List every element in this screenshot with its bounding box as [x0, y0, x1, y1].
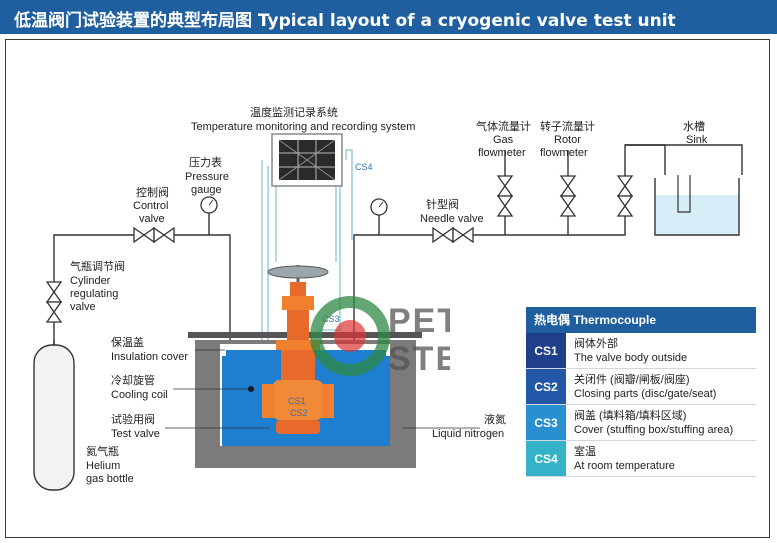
table-row: CS4 室温 At room temperature — [526, 441, 756, 477]
rotor-flowmeter-valve — [559, 175, 577, 217]
needle-valve — [432, 226, 474, 244]
test-valve-cn: 试验用阀 — [111, 412, 155, 426]
row-desc: 阀体外部 The valve body outside — [566, 333, 756, 368]
cyl-valve-en3: valve — [70, 301, 96, 313]
pointer-lines — [165, 349, 480, 429]
cooling-coil-marker — [248, 386, 254, 392]
pressure-gauge-en2: gauge — [191, 184, 222, 196]
pressure-gauge-right — [370, 198, 388, 216]
petrol-steel-logo: PETROL STEEL — [310, 296, 450, 378]
cs3-tag: CS3 — [322, 314, 340, 324]
test-valve-en: Test valve — [111, 428, 160, 440]
row-en: The valve body outside — [574, 351, 688, 364]
row-cn: 阀盖 (填料箱/填料区域) — [574, 409, 687, 422]
coil-cn: 冷却旋管 — [111, 373, 155, 387]
sink-tank — [654, 145, 740, 236]
table-row: CS3 阀盖 (填料箱/填料区域) Cover (stuffing box/st… — [526, 405, 756, 441]
gas-flow-en1: Gas — [493, 134, 514, 146]
sink-valve — [616, 175, 634, 217]
sink-cn: 水槽 — [683, 120, 705, 133]
page-title: 低温阀门试验装置的典型布局图 Typical layout of a cryog… — [14, 11, 676, 31]
test-valve — [262, 265, 334, 434]
helium-cn: 氦气瓶 — [86, 444, 119, 458]
thermocouple-table-header: 热电偶 Thermocouple — [526, 307, 756, 333]
row-en: Cover (stuffing box/stuffing area) — [574, 423, 734, 436]
pressure-gauge-en1: Pressure — [185, 171, 229, 183]
row-desc: 室温 At room temperature — [566, 441, 756, 476]
control-valve — [133, 226, 175, 244]
cyl-valve-cn: 气瓶调节阀 — [70, 259, 125, 273]
gas-flowmeter-valve — [496, 175, 514, 217]
helium-en2: gas bottle — [86, 473, 134, 485]
row-code: CS3 — [526, 405, 566, 440]
gas-flow-en2: flowmeter — [478, 147, 526, 159]
thermocouple-table: 热电偶 Thermocouple CS1 阀体外部 The valve body… — [526, 307, 756, 477]
ln2-cn: 液氮 — [484, 412, 506, 426]
logo-line2: STEEL — [388, 340, 450, 378]
coil-en: Cooling coil — [111, 389, 168, 401]
row-cn: 阀体外部 — [574, 337, 618, 350]
cs2-tag: CS2 — [290, 408, 308, 418]
temperature-recorder — [271, 133, 343, 187]
cyl-valve-en2: regulating — [70, 288, 118, 300]
rotor-flow-en1: Rotor — [554, 134, 581, 146]
row-cn: 关闭件 (阀瓣/闸板/阀座) — [574, 373, 690, 386]
diagram-frame — [5, 39, 770, 538]
row-en: At room temperature — [574, 459, 675, 472]
cs4-tag: CS4 — [355, 162, 373, 172]
row-en: Closing parts (disc/gate/seat) — [574, 387, 717, 400]
rotor-flow-cn: 转子流量计 — [540, 119, 595, 133]
insulation-cn: 保温盖 — [111, 335, 144, 349]
helium-en1: Helium — [86, 460, 120, 472]
needle-cn: 针型阀 — [426, 197, 459, 211]
row-code: CS2 — [526, 369, 566, 404]
table-row: CS2 关闭件 (阀瓣/闸板/阀座) Closing parts (disc/g… — [526, 369, 756, 405]
ln2-en: Liquid nitrogen — [432, 428, 504, 440]
row-desc: 阀盖 (填料箱/填料区域) Cover (stuffing box/stuffi… — [566, 405, 756, 440]
insulation-en: Insulation cover — [111, 351, 188, 363]
logo-line1: PETROL — [388, 302, 450, 340]
pressure-gauge-cn: 压力表 — [189, 155, 222, 169]
title-bar: 低温阀门试验装置的典型布局图 Typical layout of a cryog… — [0, 0, 777, 34]
sink-en: Sink — [686, 134, 708, 146]
control-valve-cn: 控制阀 — [136, 185, 169, 199]
cylinder-regulating-valve — [45, 281, 63, 323]
row-code: CS4 — [526, 441, 566, 476]
row-cn: 室温 — [574, 445, 596, 458]
table-row: CS1 阀体外部 The valve body outside — [526, 333, 756, 369]
row-desc: 关闭件 (阀瓣/闸板/阀座) Closing parts (disc/gate/… — [566, 369, 756, 404]
gas-flow-cn: 气体流量计 — [476, 119, 531, 133]
control-valve-en2: valve — [139, 213, 165, 225]
rotor-flow-en2: flowmeter — [540, 147, 588, 159]
cs1-tag: CS1 — [288, 396, 306, 406]
control-valve-en1: Control — [133, 200, 168, 212]
pressure-gauge-left — [200, 196, 218, 214]
helium-gas-bottle — [33, 340, 75, 491]
cyl-valve-en1: Cylinder — [70, 275, 111, 287]
temp-system-en: Temperature monitoring and recording sys… — [191, 121, 415, 133]
temp-system-cn: 温度监测记录系统 — [250, 105, 338, 119]
needle-en: Needle valve — [420, 213, 484, 225]
row-code: CS1 — [526, 333, 566, 368]
